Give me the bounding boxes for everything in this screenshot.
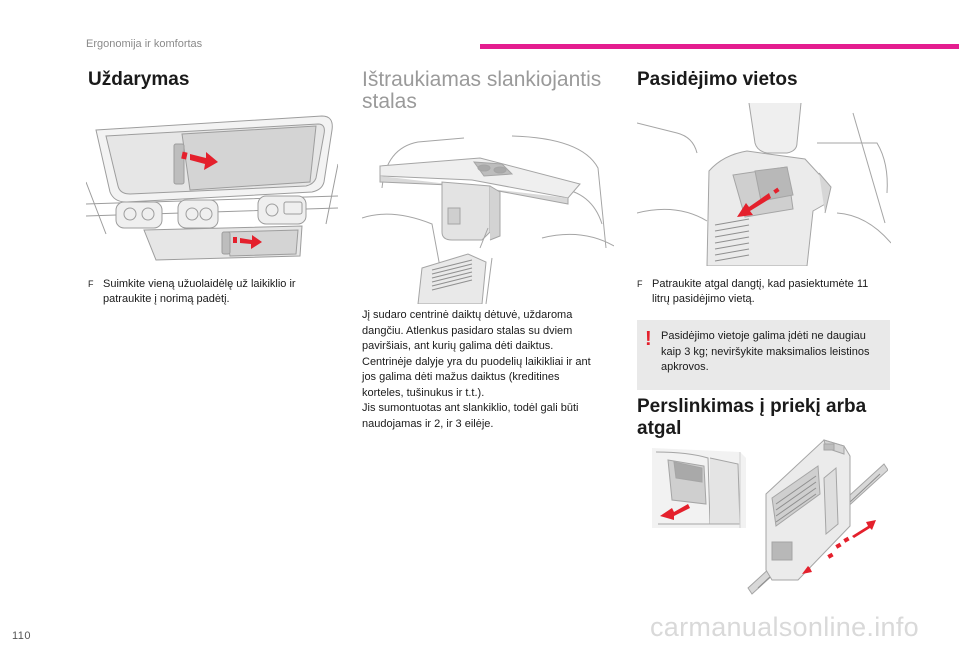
watermark: carmanualsonline.info <box>650 612 919 642</box>
sliding-table-paragraph-1: Jį sudaro centrinė daiktų dėtuvė, uždaro… <box>362 309 573 352</box>
section-header: Ergonomija ir komfortas <box>86 38 203 50</box>
sliding-table-title: Ištraukiamas slankiojantis stalas <box>362 68 602 113</box>
bullet-marker-icon: F <box>637 279 643 289</box>
storage-bullet: F Patraukite atgal dangtį, kad pasiektum… <box>637 277 883 307</box>
sunshade-illustration <box>86 104 338 266</box>
sliding-table-description: Jį sudaro centrinė daiktų dėtuvė, uždaro… <box>362 308 602 432</box>
load-warning-box: ! Pasidėjimo vietoje galima įdėti ne dau… <box>637 320 890 390</box>
page-number: 110 <box>12 630 32 642</box>
slide-illustration <box>648 438 888 598</box>
storage-bullet-text: Patraukite atgal dangtį, kad pasiektumėt… <box>652 278 869 305</box>
closing-title: Uždarymas <box>88 69 190 90</box>
closing-bullet-text: Suimkite vieną užuolaidėlę už laikiklio … <box>103 278 296 305</box>
sliding-table-illustration <box>362 128 614 304</box>
storage-illustration <box>637 103 891 266</box>
storage-title: Pasidėjimo vietos <box>637 69 798 90</box>
load-warning-text: Pasidėjimo vietoje galima įdėti ne daugi… <box>661 330 870 373</box>
sliding-table-paragraph-3: Jis sumontuotas ant slankiklio, todėl ga… <box>362 402 579 430</box>
section-accent-bar <box>480 44 959 49</box>
closing-bullet: F Suimkite vieną užuolaidėlę už laikikli… <box>88 277 328 307</box>
slide-forward-back-title: Perslinkimas į priekį arba atgal <box>637 396 867 439</box>
sliding-table-paragraph-2: Centrinėje dalyje yra du puodelių laikik… <box>362 355 591 399</box>
warning-icon: ! <box>645 328 652 350</box>
bullet-marker-icon: F <box>88 279 94 289</box>
